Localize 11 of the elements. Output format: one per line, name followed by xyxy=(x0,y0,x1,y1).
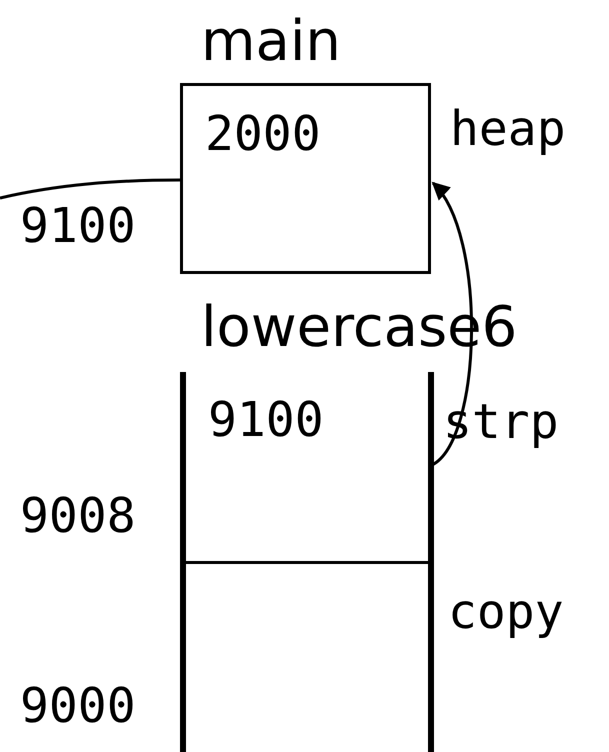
address-label: 9008 xyxy=(20,492,136,540)
address-label: 9000 xyxy=(20,682,136,730)
cell-value: 9100 xyxy=(208,396,324,444)
memory-cell xyxy=(183,564,434,752)
address-label: 9100 xyxy=(20,202,136,250)
variable-name: heap xyxy=(450,105,566,153)
pointer-arrow xyxy=(431,182,473,466)
cell-value: 2000 xyxy=(205,110,321,158)
frame-heading: main xyxy=(201,14,341,70)
variable-name: copy xyxy=(448,588,564,636)
memory-cell xyxy=(183,372,434,564)
